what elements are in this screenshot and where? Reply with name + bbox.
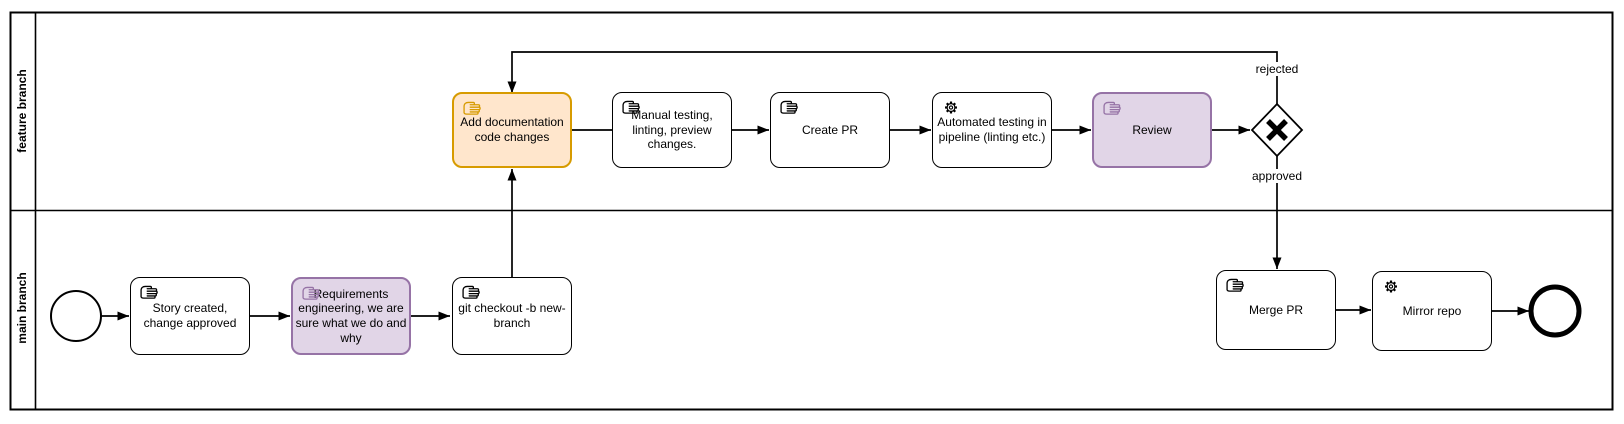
task-label: git checkout -b new-branch	[458, 301, 566, 330]
task-create-pr[interactable]: Create PR	[770, 92, 890, 168]
edge-label-approved: approved	[1249, 169, 1305, 183]
task-story-created[interactable]: Story created, change approved	[130, 277, 250, 355]
task-label: Mirror repo	[1402, 303, 1462, 318]
task-label: Story created, change approved	[143, 301, 237, 330]
task-label: Add documentation code changes	[460, 115, 564, 144]
task-label: Merge PR	[1248, 302, 1304, 317]
task-add-documentation[interactable]: Add documentation code changes	[452, 92, 572, 168]
manual-task-icon	[620, 98, 642, 117]
manual-task-icon	[460, 283, 482, 302]
edge-label-rejected: rejected	[1253, 62, 1301, 76]
lane-label-main-branch: main branch	[15, 272, 29, 344]
manual-task-icon	[138, 283, 160, 302]
end-event[interactable]	[1528, 284, 1582, 338]
service-task-icon	[1380, 277, 1402, 296]
manual-task-icon	[1101, 99, 1123, 118]
task-requirements[interactable]: Requirements engineering, we are sure wh…	[291, 277, 411, 355]
gateway-x-mark	[1266, 119, 1288, 141]
service-task-icon	[940, 98, 962, 117]
task-label: Requirements engineering, we are sure wh…	[295, 286, 407, 345]
task-review[interactable]: Review	[1092, 92, 1212, 168]
task-merge-pr[interactable]: Merge PR	[1216, 270, 1336, 350]
manual-task-icon	[778, 98, 800, 117]
lane-label-feature-branch: feature branch	[15, 69, 29, 153]
task-label: Review	[1132, 122, 1172, 137]
task-label: Create PR	[801, 122, 859, 137]
task-label: Manual testing, linting, preview changes…	[631, 107, 713, 152]
task-git-checkout[interactable]: git checkout -b new-branch	[452, 277, 572, 355]
flow-rejected-loop	[507, 51, 1278, 104]
manual-task-icon	[300, 284, 322, 303]
task-automated-testing[interactable]: Automated testing in pipeline (linting e…	[932, 92, 1052, 168]
task-manual-testing[interactable]: Manual testing, linting, preview changes…	[612, 92, 732, 168]
task-label: Automated testing in pipeline (linting e…	[937, 115, 1047, 144]
start-event[interactable]	[50, 290, 102, 342]
manual-task-icon	[461, 99, 483, 118]
manual-task-icon	[1224, 276, 1246, 295]
task-mirror-repo[interactable]: Mirror repo	[1372, 271, 1492, 351]
